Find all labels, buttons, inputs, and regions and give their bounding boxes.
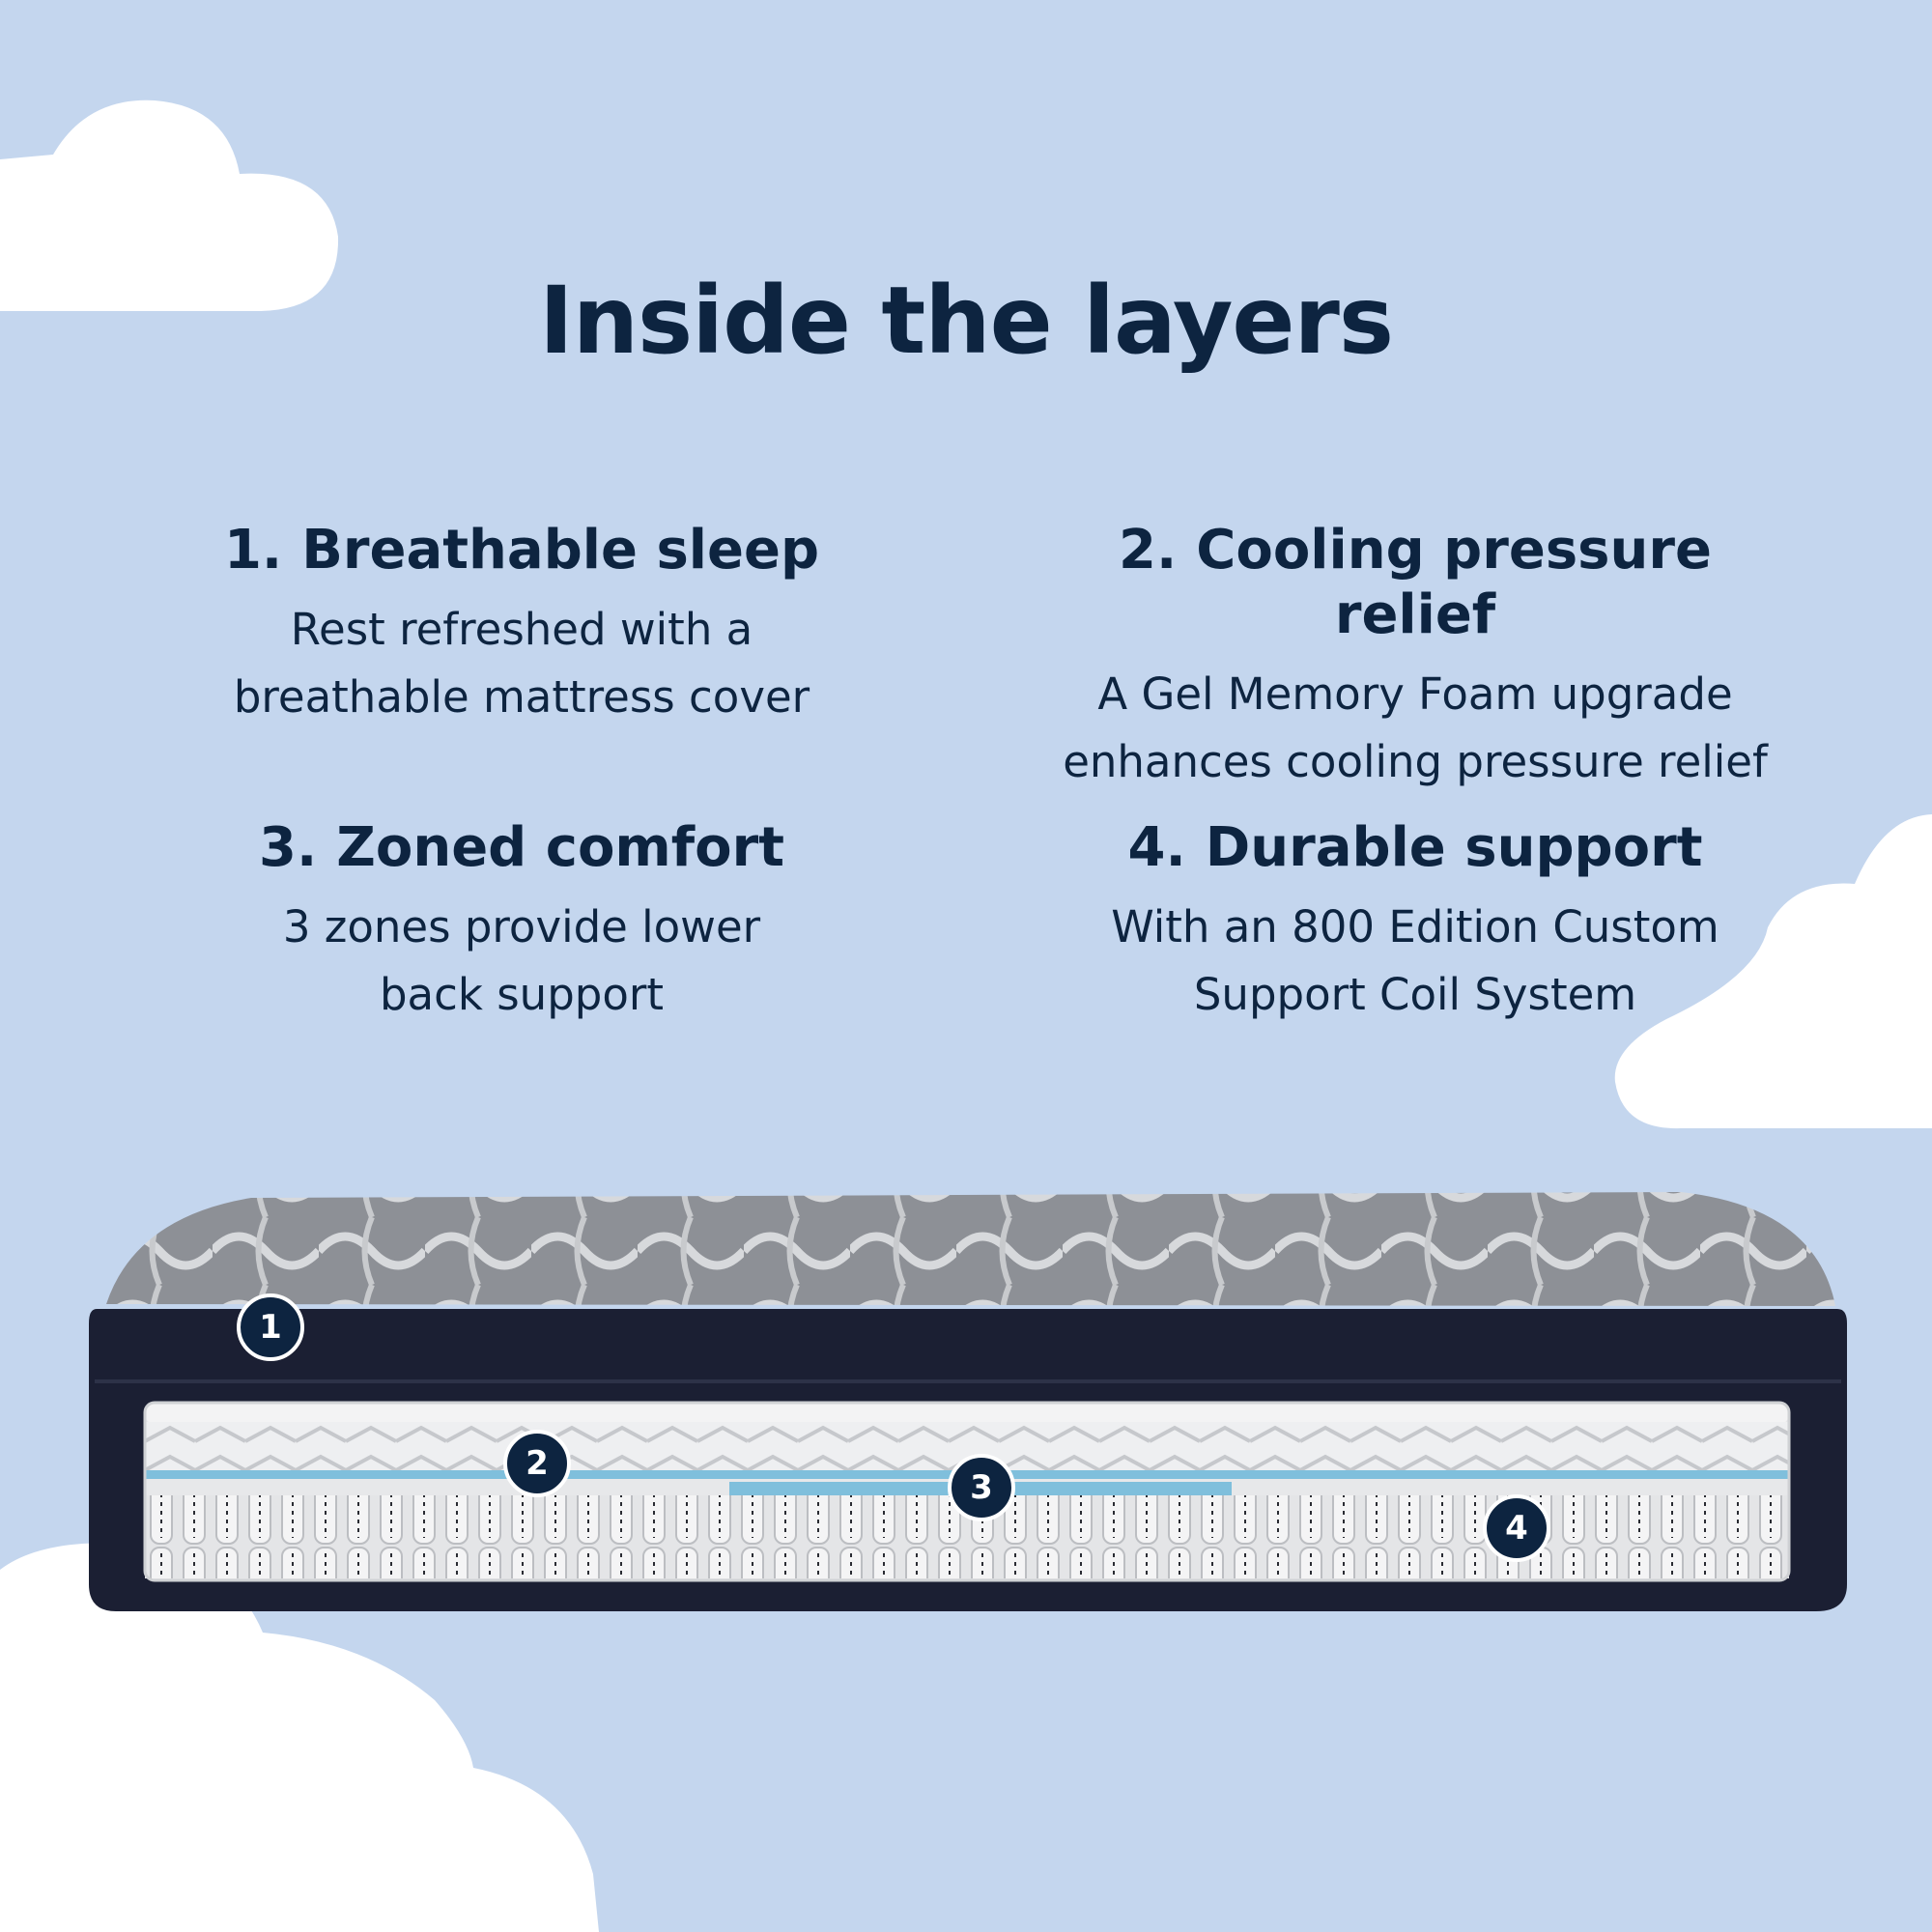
feature-breathable-sleep: 1. Breathable sleep Rest refreshed with a… <box>155 518 889 731</box>
feature-number: 1. <box>223 519 283 582</box>
feature-description-line: enhances cooling pressure relief <box>1063 736 1768 788</box>
layer-marker-4: 4 <box>1483 1494 1550 1562</box>
layer-marker-2: 2 <box>503 1430 571 1497</box>
feature-description: 3 zones provide lower back support <box>155 894 889 1029</box>
feature-description-line: Support Coil System <box>1193 969 1637 1021</box>
feature-title: Breathable sleep <box>301 519 820 582</box>
feature-number: 4. <box>1127 816 1186 879</box>
feature-description-line: A Gel Memory Foam upgrade <box>1097 668 1733 721</box>
cloud-top-left <box>0 99 339 311</box>
feature-description-line: 3 zones provide lower <box>282 901 761 953</box>
layer-marker-3: 3 <box>948 1454 1015 1521</box>
mattress-comfort-foam-layer <box>145 1403 1789 1424</box>
cloud-bottom-left <box>0 1543 599 1932</box>
feature-zoned-comfort: 3. Zoned comfort 3 zones provide lower bac… <box>155 815 889 1029</box>
feature-description-line: With an 800 Edition Custom <box>1111 901 1719 953</box>
mattress-quilted-top <box>106 1192 1835 1306</box>
layer-marker-1: 1 <box>237 1293 304 1361</box>
feature-description-line: breathable mattress cover <box>233 671 810 724</box>
feature-description-line: back support <box>379 969 665 1021</box>
feature-number: 3. <box>259 816 318 879</box>
cloud-right <box>1614 814 1932 1129</box>
feature-title: Cooling pressure relief <box>1196 519 1712 647</box>
page-title: Inside the layers <box>538 267 1394 375</box>
feature-heading: 1. Breathable sleep <box>155 518 889 582</box>
feature-heading: 4. Durable support <box>1048 815 1782 880</box>
feature-durable-support: 4. Durable support With an 800 Edition Cu… <box>1048 815 1782 1029</box>
feature-cooling-pressure-relief: 2. Cooling pressure relief A Gel Memory F… <box>1048 518 1782 796</box>
feature-description: A Gel Memory Foam upgrade enhances coolin… <box>1048 661 1782 796</box>
feature-title: Zoned comfort <box>336 816 784 879</box>
feature-title: Durable support <box>1205 816 1703 879</box>
feature-number: 2. <box>1119 519 1178 582</box>
feature-description-line: Rest refreshed with a <box>290 604 753 656</box>
feature-heading: 2. Cooling pressure relief <box>1048 518 1782 647</box>
feature-description: Rest refreshed with a breathable mattress… <box>155 596 889 731</box>
feature-heading: 3. Zoned comfort <box>155 815 889 880</box>
